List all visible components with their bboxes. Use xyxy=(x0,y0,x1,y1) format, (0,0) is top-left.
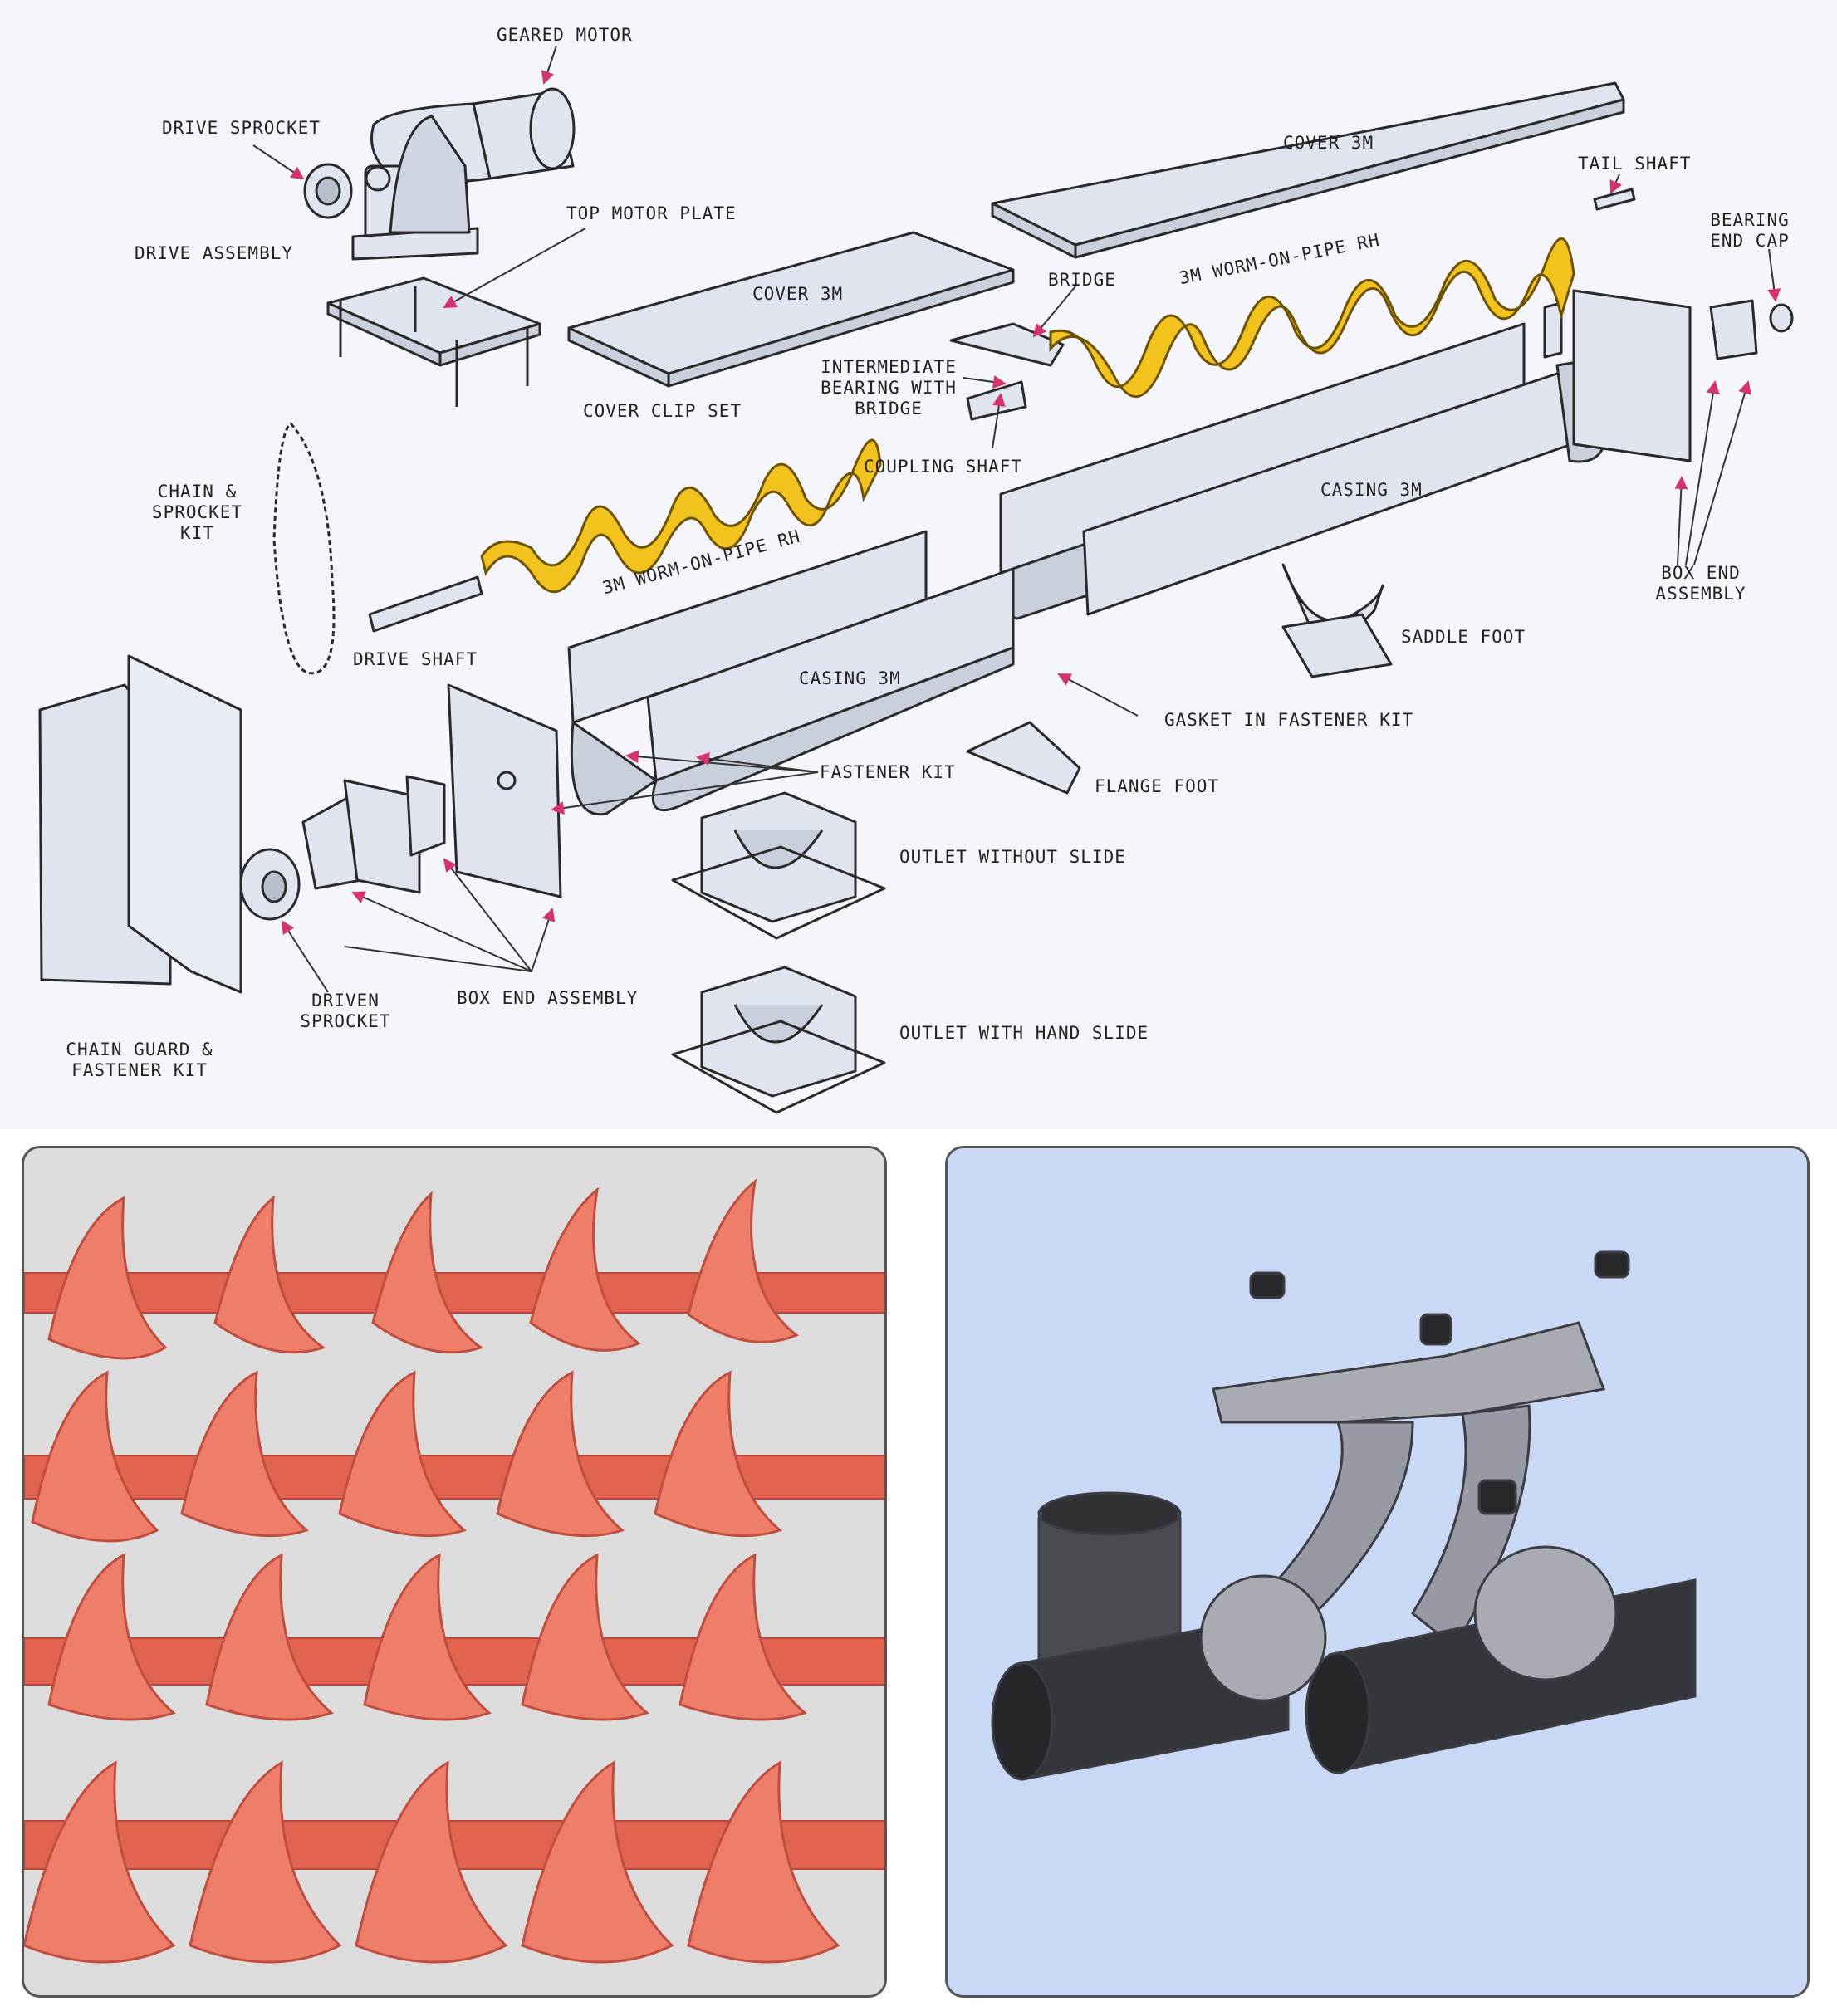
diagram-drawing xyxy=(38,45,1794,1114)
label-box-end-assembly-right: BOX END ASSEMBLY xyxy=(1655,563,1746,604)
label-cover-mid: COVER 3M xyxy=(752,284,844,304)
label-bridge: BRIDGE xyxy=(1048,270,1116,290)
label-casing-top: CASING 3M xyxy=(1320,480,1423,500)
label-intermediate-bearing: INTERMEDIATE BEARING WITH BRIDGE xyxy=(821,357,957,418)
hanger-bearing-photo xyxy=(945,1146,1810,1998)
bridge-part xyxy=(949,322,1065,421)
casing-bottom-part xyxy=(567,530,1015,816)
drive-shaft-part xyxy=(368,575,483,633)
driven-sprocket-part xyxy=(239,848,301,921)
label-fastener-kit: FASTENER KIT xyxy=(820,762,956,782)
label-drive-sprocket: DRIVE SPROCKET xyxy=(162,118,321,138)
label-cover-clip-set: COVER CLIP SET xyxy=(583,401,742,421)
chain-part xyxy=(272,422,336,675)
label-box-end-assembly-bottom: BOX END ASSEMBLY xyxy=(457,988,639,1008)
label-casing-bottom: CASING 3M xyxy=(799,668,901,688)
label-top-motor-plate: TOP MOTOR PLATE xyxy=(566,203,737,223)
chain-guard-part xyxy=(38,654,242,994)
box-end-right-part xyxy=(1543,289,1692,462)
label-outlet-without-slide: OUTLET WITHOUT SLIDE xyxy=(899,847,1126,867)
label-coupling-shaft: COUPLING SHAFT xyxy=(864,457,1023,477)
label-chain-sprocket-kit: CHAIN & SPROCKET KIT xyxy=(151,482,243,543)
casing-top-part xyxy=(993,322,1609,620)
flange-foot-part xyxy=(966,721,1081,795)
label-tail-shaft: TAIL SHAFT xyxy=(1578,154,1692,174)
top-motor-plate-part xyxy=(326,276,541,407)
label-chain-guard: CHAIN GUARD & FASTENER KIT xyxy=(66,1040,213,1080)
label-outlet-with-hand-slide: OUTLET WITH HAND SLIDE xyxy=(899,1023,1149,1043)
drive-sprocket-part xyxy=(303,163,353,219)
label-saddle-foot: SADDLE FOOT xyxy=(1401,627,1526,647)
cover-mid-part xyxy=(567,231,1015,388)
worm-flights xyxy=(480,237,1575,594)
label-cover-top: COVER 3M xyxy=(1283,133,1374,153)
screw-flights-illustration xyxy=(24,1148,884,1995)
label-driven-sprocket: DRIVEN SPROCKET xyxy=(300,991,391,1031)
bearing-end-cap-part xyxy=(1709,299,1794,360)
leader-lines xyxy=(252,45,1781,993)
screw-flights-photo xyxy=(22,1146,887,1998)
outlet-without-slide-part xyxy=(671,791,886,940)
outlet-with-hand-slide-part xyxy=(671,966,886,1114)
geared-motor-part xyxy=(351,87,576,261)
hanger-bearing-illustration xyxy=(948,1148,1807,1995)
label-flange-foot: FLANGE FOOT xyxy=(1095,776,1220,796)
label-bearing-end-cap: BEARING END CAP xyxy=(1710,210,1790,251)
cover-top-part xyxy=(991,81,1625,259)
exploded-diagram: GEARED MOTOR DRIVE SPROCKET DRIVE ASSEMB… xyxy=(0,0,1837,1129)
tail-shaft-part xyxy=(1593,188,1636,211)
box-end-bottom-part xyxy=(301,683,562,898)
label-drive-assembly: DRIVE ASSEMBLY xyxy=(135,243,294,263)
label-gasket-fastener-kit: GASKET IN FASTENER KIT xyxy=(1164,710,1414,730)
label-drive-shaft: DRIVE SHAFT xyxy=(353,649,478,669)
saddle-foot-part xyxy=(1281,563,1393,678)
label-geared-motor: GEARED MOTOR xyxy=(497,25,633,45)
